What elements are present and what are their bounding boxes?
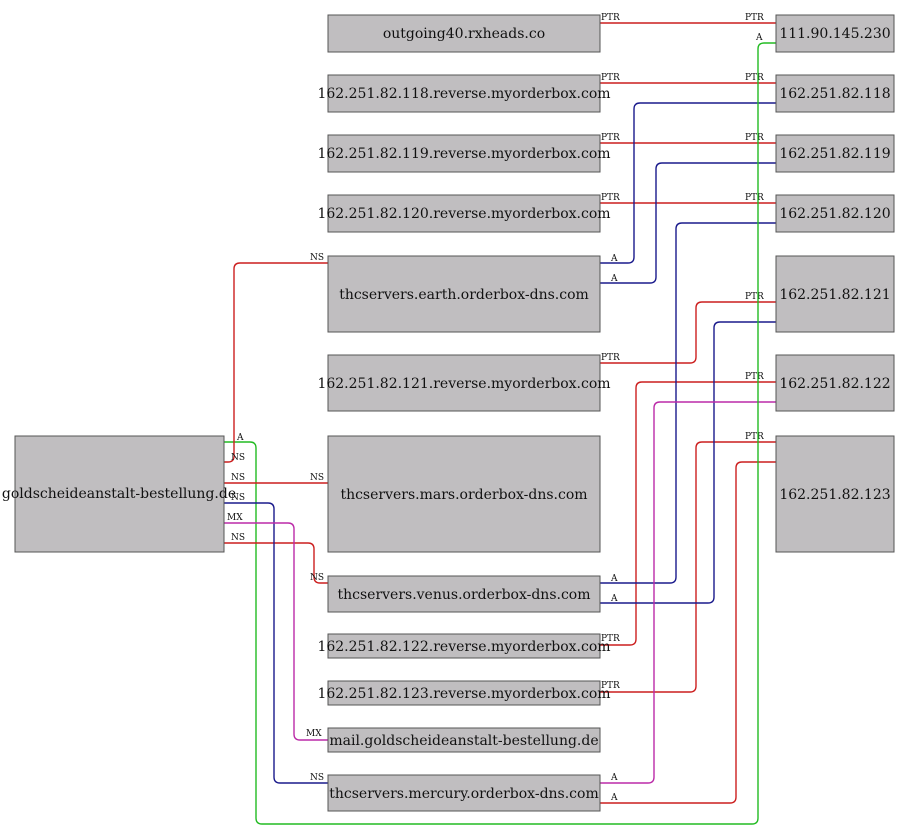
edge-label-ptr: PTR — [601, 353, 620, 363]
edge-label-ptr: PTR — [601, 634, 620, 644]
edge-label-a: A — [755, 33, 763, 43]
edge-label-ns: NS — [310, 573, 324, 583]
edge-a-venus-ip120 — [600, 222, 776, 584]
node-label: 162.251.82.123.reverse.myorderbox.com — [317, 686, 610, 702]
edge-label-mx: MX — [227, 513, 243, 523]
edge-label-ptr: PTR — [601, 193, 620, 203]
edge-label-a: A — [610, 773, 618, 783]
node-label: 162.251.82.119 — [779, 146, 890, 162]
node-label: 111.90.145.230 — [779, 26, 890, 42]
node-label: goldscheideanstalt-bestellung.de — [2, 486, 236, 502]
node-label: 162.251.82.118 — [779, 86, 890, 102]
node-ip121[interactable]: 162.251.82.121 — [775, 255, 895, 333]
node-ip123[interactable]: 162.251.82.123 — [775, 435, 895, 553]
edge-label-ptr: PTR — [745, 73, 764, 83]
node-label: mail.goldscheideanstalt-bestellung.de — [329, 733, 598, 749]
edge-label-a: A — [610, 594, 618, 604]
edge-label-a: A — [610, 574, 618, 584]
node-label: outgoing40.rxheads.co — [383, 26, 545, 42]
node-mercury[interactable]: thcservers.mercury.orderbox-dns.com — [327, 774, 601, 812]
node-mail[interactable]: mail.goldscheideanstalt-bestellung.de — [327, 727, 601, 753]
node-venus[interactable]: thcservers.venus.orderbox-dns.com — [327, 575, 601, 613]
edge-label-ns: NS — [310, 473, 324, 483]
edge-ptr-rev123-ip123 — [600, 441, 776, 693]
node-domain[interactable]: goldscheideanstalt-bestellung.de — [2, 435, 236, 553]
node-ip122[interactable]: 162.251.82.122 — [775, 354, 895, 412]
edge-ns-domain-mercury — [224, 502, 328, 784]
node-label: 162.251.82.123 — [779, 487, 890, 503]
node-ip120[interactable]: 162.251.82.120 — [775, 194, 895, 233]
edge-ptr-rev121-ip121 — [600, 301, 776, 364]
node-rev40[interactable]: outgoing40.rxheads.co — [327, 14, 601, 53]
edge-label-a: A — [610, 793, 618, 803]
edge-label-ns: NS — [310, 253, 324, 263]
node-label: 162.251.82.121.reverse.myorderbox.com — [317, 376, 610, 392]
edge-a-mercury-ip122 — [600, 401, 776, 784]
edge-a-earth-ip119 — [600, 162, 776, 284]
edge-label-ns: NS — [231, 493, 245, 503]
edge-label-ptr: PTR — [601, 73, 620, 83]
edge-label-ptr: PTR — [745, 193, 764, 203]
edge-a-mercury-ip123 — [600, 461, 776, 804]
edge-label-a: A — [610, 274, 618, 284]
edges-layer: PTR PTR PTR PTR PTR PTR PTR PTR PTR PTR … — [224, 13, 776, 825]
node-earth[interactable]: thcservers.earth.orderbox-dns.com — [327, 255, 601, 333]
edge-label-a: A — [236, 433, 244, 443]
edge-a-venus-ip121 — [600, 321, 776, 604]
node-ip118[interactable]: 162.251.82.118 — [775, 74, 895, 113]
node-rev119[interactable]: 162.251.82.119.reverse.myorderbox.com — [317, 134, 611, 173]
node-label: 162.251.82.121 — [779, 287, 890, 303]
node-label: 162.251.82.119.reverse.myorderbox.com — [317, 146, 610, 162]
edge-a-domain-ip230 — [224, 42, 776, 825]
edge-label-ptr: PTR — [745, 292, 764, 302]
node-rev123[interactable]: 162.251.82.123.reverse.myorderbox.com — [317, 680, 611, 706]
node-rev118[interactable]: 162.251.82.118.reverse.myorderbox.com — [317, 74, 611, 113]
node-rev121[interactable]: 162.251.82.121.reverse.myorderbox.com — [317, 354, 611, 412]
node-ip119[interactable]: 162.251.82.119 — [775, 134, 895, 173]
edge-label-ptr: PTR — [601, 13, 620, 23]
edge-ns-domain-venus — [224, 542, 328, 584]
node-mars[interactable]: thcservers.mars.orderbox-dns.com — [327, 435, 601, 553]
node-label: thcservers.mars.orderbox-dns.com — [340, 487, 587, 503]
edge-label-ptr: PTR — [601, 681, 620, 691]
edge-ptr-rev122-ip122 — [600, 381, 776, 646]
edge-mx-domain-mail — [224, 522, 328, 741]
node-ip230[interactable]: 111.90.145.230 — [775, 14, 895, 53]
edge-label-mx: MX — [306, 729, 322, 739]
node-label: 162.251.82.120 — [779, 206, 890, 222]
node-label: 162.251.82.122.reverse.myorderbox.com — [317, 639, 610, 655]
node-label: 162.251.82.120.reverse.myorderbox.com — [317, 206, 610, 222]
node-label: thcservers.mercury.orderbox-dns.com — [329, 786, 598, 802]
edge-label-ptr: PTR — [745, 432, 764, 442]
edge-label-ns: NS — [231, 533, 245, 543]
edge-label-ns: NS — [231, 473, 245, 483]
nodes-layer: goldscheideanstalt-bestellung.de outgoin… — [2, 14, 895, 812]
edge-label-ptr: PTR — [601, 133, 620, 143]
edge-label-ptr: PTR — [745, 133, 764, 143]
edge-ns-domain-earth — [224, 262, 328, 463]
node-label: thcservers.earth.orderbox-dns.com — [339, 287, 589, 303]
node-label: 162.251.82.118.reverse.myorderbox.com — [317, 86, 610, 102]
node-rev122[interactable]: 162.251.82.122.reverse.myorderbox.com — [317, 633, 611, 659]
edge-label-a: A — [610, 254, 618, 264]
node-label: thcservers.venus.orderbox-dns.com — [337, 587, 590, 603]
node-label: 162.251.82.122 — [779, 376, 890, 392]
edge-label-ns: NS — [231, 453, 245, 463]
edge-label-ptr: PTR — [745, 372, 764, 382]
edge-label-ns: NS — [310, 773, 324, 783]
node-rev120[interactable]: 162.251.82.120.reverse.myorderbox.com — [317, 194, 611, 233]
edge-label-ptr: PTR — [745, 13, 764, 23]
edge-a-earth-ip118 — [600, 102, 776, 264]
